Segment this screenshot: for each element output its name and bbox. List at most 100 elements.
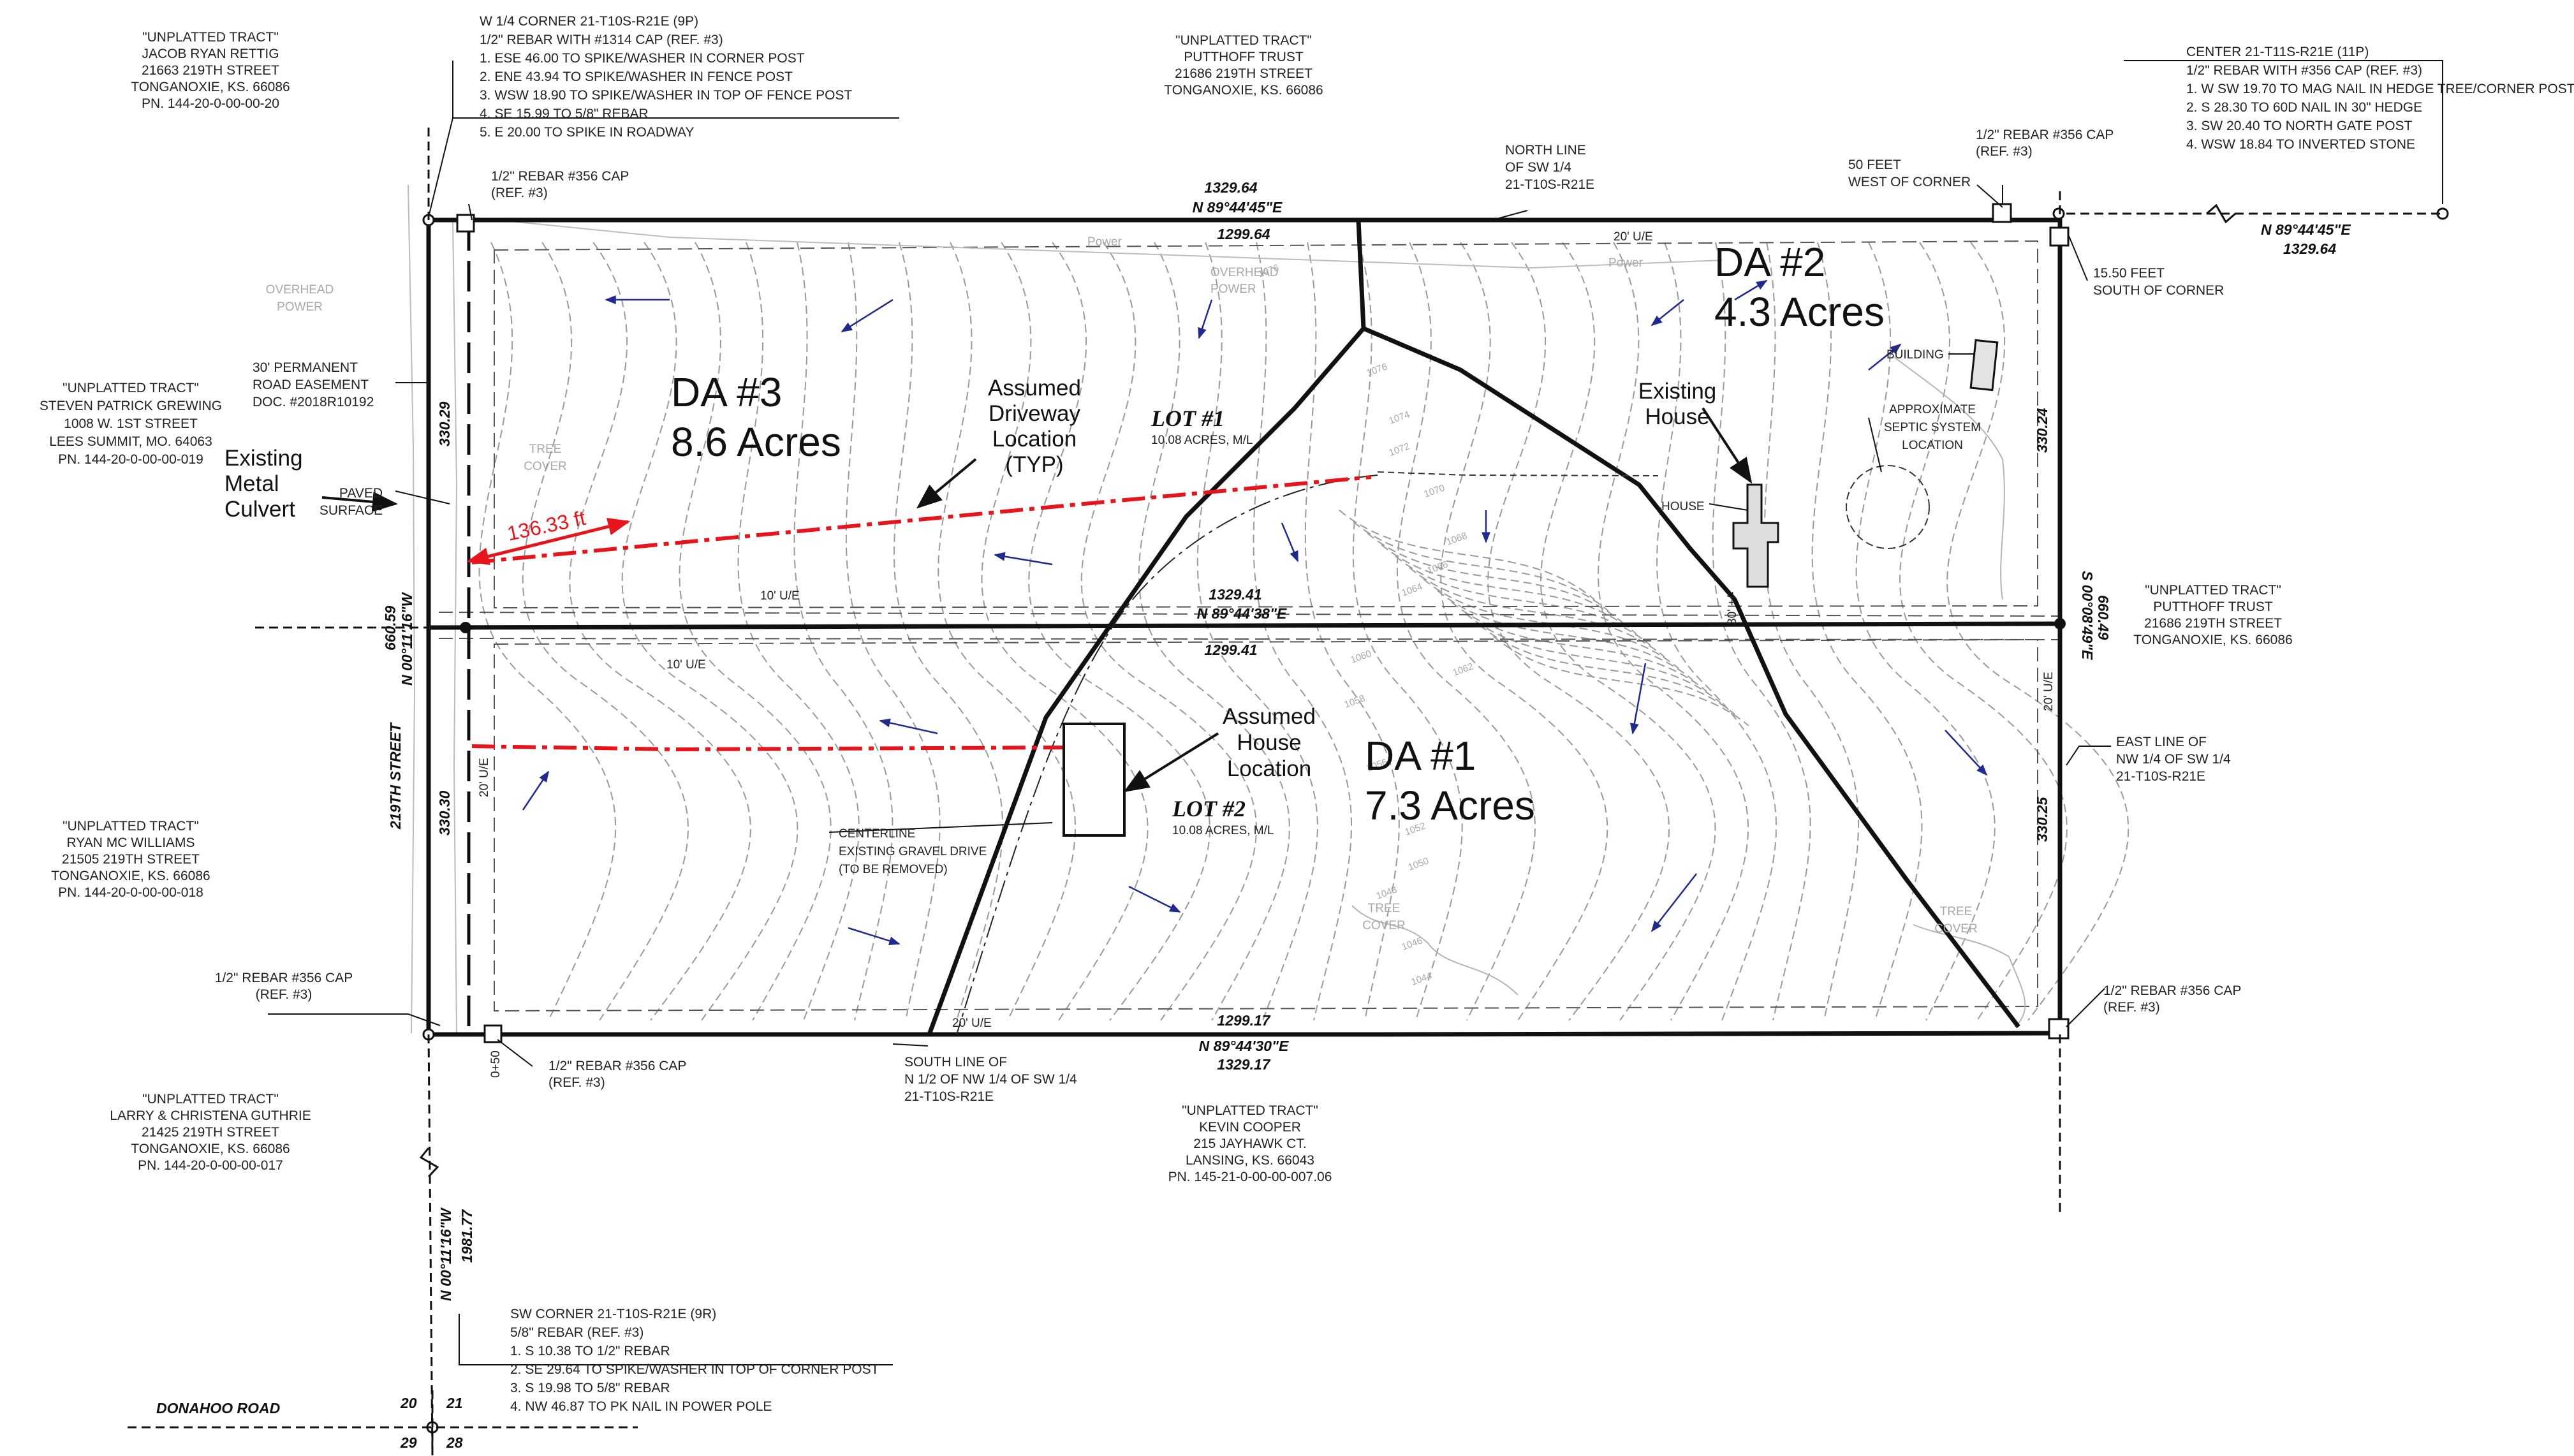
leader-house xyxy=(1709,503,1748,511)
contour-line xyxy=(478,242,616,1021)
contour-line xyxy=(1253,242,1352,1021)
label-line: 1. ESE 46.00 TO SPIKE/WASHER IN CORNER P… xyxy=(480,51,805,66)
label-line: DA #3 xyxy=(671,369,782,415)
label-line: COVER xyxy=(524,460,567,473)
label-line: Existing xyxy=(1638,379,1717,404)
dim-ne-bearing: N 89°44'45"E xyxy=(2261,221,2351,238)
north-ue-line xyxy=(438,612,2062,617)
label-line: "UNPLATTED TRACT" xyxy=(1175,33,1312,48)
label-line: TREE xyxy=(529,443,562,456)
label-line: Location xyxy=(992,427,1077,452)
label-line: SW CORNER 21-T10S-R21E (9R) xyxy=(510,1307,716,1321)
ue-left: 10' U/E xyxy=(666,658,706,672)
label-line: W 1/4 CORNER 21-T10S-R21E (9P) xyxy=(480,14,698,29)
label-line: PN. 144-20-0-00-00-20 xyxy=(142,96,279,111)
setback-lines xyxy=(438,240,2062,1012)
contour-line xyxy=(1353,521,1609,612)
contour-line xyxy=(1656,242,1777,1021)
measurement-136-line xyxy=(466,517,631,566)
label-line: N 1/2 OF NW 1/4 OF SW 1/4 xyxy=(904,1072,1077,1087)
contour-line xyxy=(1763,242,1859,1021)
label-line: DA #1 xyxy=(1365,733,1476,779)
monument-ne-cap xyxy=(2049,226,2070,247)
contour-line xyxy=(1540,242,1716,1021)
dim-w-total: 660.59 xyxy=(382,605,399,651)
dim-mid-dist: 1329.41 xyxy=(1209,586,1261,603)
label-line: 1/2" REBAR #356 CAP xyxy=(491,169,629,184)
label-line: 4. SE 15.99 TO 5/8" REBAR xyxy=(480,107,649,121)
ue-south: 20' U/E xyxy=(952,1017,992,1030)
label-line: LOCATION xyxy=(1902,439,1963,452)
contour-label: 1068 xyxy=(1445,530,1469,547)
label-line: (REF. #3) xyxy=(548,1075,605,1090)
label-line: COVER xyxy=(1934,922,1978,936)
label-line: 2. SE 29.64 TO SPIKE/WASHER IN TOP OF CO… xyxy=(510,1362,879,1377)
section-28: 28 xyxy=(446,1434,463,1451)
contour-line xyxy=(1855,242,1996,1021)
contour-label: 1048 xyxy=(1375,884,1399,901)
road-edge-west xyxy=(408,184,416,1034)
ue-top-east: 20' U/E xyxy=(1614,230,1653,244)
label-line: PAVED xyxy=(339,486,383,501)
label-line: APPROXIMATE xyxy=(1889,403,1976,416)
label-line: 1. W SW 19.70 TO MAG NAIL IN HEDGE TREE/… xyxy=(2186,82,2574,96)
label-line: 50 FEET xyxy=(1848,158,1901,172)
contour-line xyxy=(1712,242,1811,1021)
leader-septic xyxy=(1868,417,1882,473)
label-line: 21-T10S-R21E xyxy=(904,1089,994,1104)
lot1-setback xyxy=(494,240,2038,609)
label-line: TONGANOXIE, KS. 66086 xyxy=(2133,633,2292,647)
monument-sw-cap xyxy=(483,1024,503,1043)
label-line: 215 JAYHAWK CT. xyxy=(1193,1136,1306,1151)
flow-arrow xyxy=(1281,522,1299,563)
leader-se-rebar xyxy=(2066,988,2105,1027)
label-line: TONGANOXIE, KS. 66086 xyxy=(131,80,290,94)
dim-e-lot1: 330.24 xyxy=(2034,408,2050,453)
flow-arrow xyxy=(994,552,1053,566)
label-line: 5/8" REBAR (REF. #3) xyxy=(510,1325,644,1340)
power-line-path xyxy=(465,216,1723,269)
label-line: JACOB RYAN RETTIG xyxy=(142,47,279,61)
dim-mid-inner: 1299.41 xyxy=(1204,642,1257,658)
dim-sw-bearing: N 00°11'16"W xyxy=(438,1207,454,1301)
tree-line-south xyxy=(1351,905,1519,996)
corner-sw: SW CORNER 21-T10S-R21E (9R) 5/8" REBAR (R… xyxy=(510,1307,879,1414)
label-line: 30' PERMANENT xyxy=(253,360,358,375)
label-line: PN. 145-21-0-00-00-007.06 xyxy=(1168,1170,1332,1184)
contour-label: 1074 xyxy=(1388,409,1411,426)
contour-line xyxy=(1465,613,1721,703)
section-21: 21 xyxy=(446,1395,463,1411)
label-line: PN. 144-20-0-00-00-019 xyxy=(58,452,203,467)
dim-e-bearing: S 00°08'49"E xyxy=(2079,571,2096,660)
label-line: OVERHEAD xyxy=(1210,266,1279,279)
contour-line xyxy=(1479,624,1735,715)
lot-division-line xyxy=(428,621,2061,630)
label-line: ROAD EASEMENT xyxy=(253,378,369,392)
label-line: STEVEN PATRICK GREWING xyxy=(40,399,222,413)
dim-w-lot1: 330.29 xyxy=(436,401,453,446)
flow-arrow xyxy=(1651,873,1697,932)
label-line: POWER xyxy=(1210,283,1256,296)
flow-arrow xyxy=(841,298,894,333)
label-line: 4. WSW 18.84 TO INVERTED STONE xyxy=(2186,137,2415,152)
label-line: 1/2" REBAR WITH #356 CAP (REF. #3) xyxy=(2186,63,2422,78)
label-line: Driveway xyxy=(989,401,1080,426)
ue-house: 30' +/- xyxy=(1726,591,1739,625)
tract-guthrie: "UNPLATTED TRACT"LARRY & CHRISTENA GUTHR… xyxy=(110,1092,311,1173)
label-line: 1/2" REBAR #356 CAP xyxy=(2103,983,2241,998)
contour-line xyxy=(1423,578,1679,669)
label-line: 1/2" REBAR #356 CAP xyxy=(548,1059,686,1073)
contour-label: 1044 xyxy=(1410,970,1434,987)
gravel-drive-path xyxy=(956,474,1378,1035)
contour-line xyxy=(1598,242,1749,1021)
label-line: Culvert xyxy=(224,497,295,522)
label-line: (TYP) xyxy=(1005,452,1063,477)
